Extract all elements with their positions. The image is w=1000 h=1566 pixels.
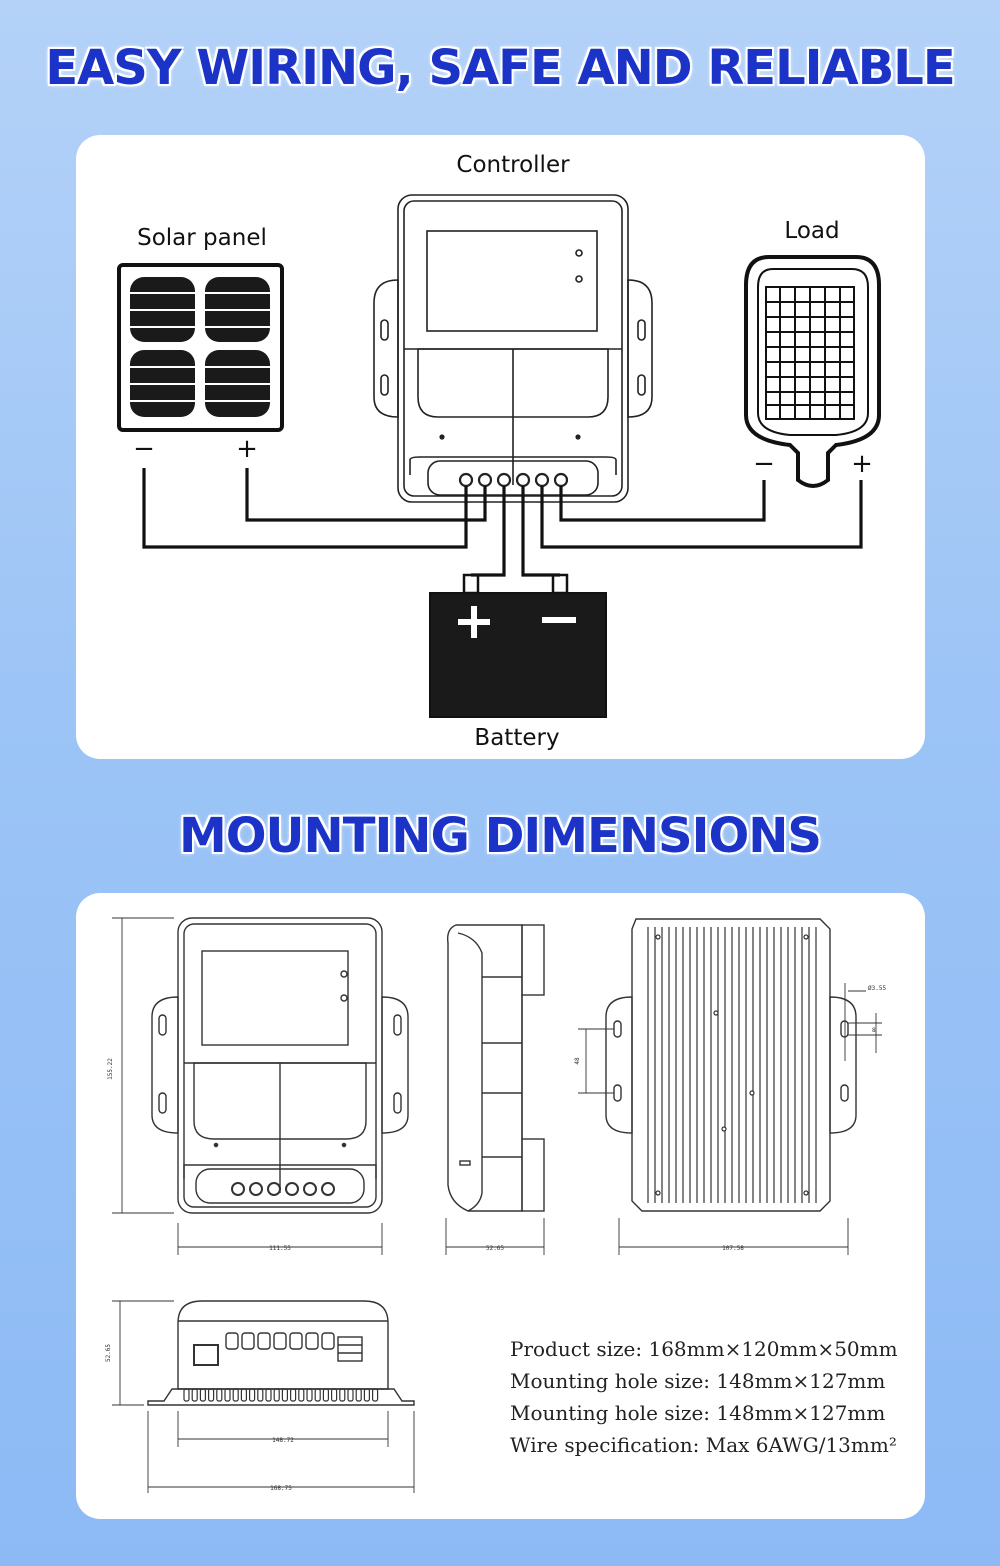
back-view-dimensions: [578, 983, 882, 1255]
back-view-fins: [647, 927, 817, 1203]
spec-mounting-hole-1: Mounting hole size: 148mm×127mm: [510, 1369, 886, 1393]
bottom-fin: [355, 1388, 362, 1402]
bottom-fin: [306, 1388, 313, 1402]
bottom-fin: [249, 1388, 256, 1402]
side-view-drawing: [446, 924, 545, 1212]
screw-hole: [803, 1190, 809, 1196]
bottom-fin: [331, 1388, 338, 1402]
hole-size-dim: 8: [872, 1027, 876, 1034]
solar-plus-label: +: [236, 434, 258, 464]
wiring-section-title: EASY WIRING, SAFE AND RELIABLE: [45, 40, 955, 96]
bottom-fin: [273, 1388, 280, 1402]
bottom-view-dimensions: [112, 1300, 415, 1493]
bottom-fin: [257, 1388, 264, 1402]
bottom-fin: [240, 1388, 247, 1402]
solar-panel-icon: [117, 263, 284, 432]
side-width-dim: 52.65: [486, 1245, 504, 1252]
hole-diameter-dim: Ø3.55: [868, 985, 886, 992]
screw-hole: [721, 1126, 727, 1132]
load-minus-label: −: [753, 449, 775, 479]
bottom-fin: [347, 1388, 354, 1402]
bottom-fin: [290, 1388, 297, 1402]
bottom-inner-width-dim: 148.72: [272, 1437, 294, 1444]
bottom-view-fins: [183, 1388, 379, 1402]
bottom-outer-width-dim: 168.75: [270, 1485, 292, 1492]
front-width-dim: 111.55: [269, 1245, 291, 1252]
front-view-dimensions: [112, 917, 383, 1255]
screw-hole: [655, 934, 661, 940]
screw-hole: [803, 934, 809, 940]
bottom-fin: [224, 1388, 231, 1402]
side-view-dimensions: [445, 1218, 545, 1255]
screw-hole: [713, 1010, 719, 1016]
controller-icon: [373, 194, 653, 503]
hole-spacing-dim: 48: [574, 1057, 581, 1065]
screw-hole: [749, 1090, 755, 1096]
bottom-fin: [298, 1388, 305, 1402]
solar-minus-label: −: [133, 434, 155, 464]
bottom-fin: [339, 1388, 346, 1402]
bottom-fin: [183, 1388, 190, 1402]
load-plus-label: +: [851, 449, 873, 479]
mounting-section-title: MOUNTING DIMENSIONS: [178, 808, 822, 864]
bottom-fin: [199, 1388, 207, 1402]
bottom-fin: [191, 1388, 198, 1402]
battery-icon: [429, 573, 607, 718]
spec-mounting-hole-2: Mounting hole size: 148mm×127mm: [510, 1401, 886, 1425]
back-view-drawing: [605, 918, 857, 1212]
front-height-dim: 155.22: [107, 1058, 114, 1080]
spec-product-size: Product size: 168mm×120mm×50mm: [510, 1337, 898, 1361]
mounting-dimensions-card: 155.22 111.55 52.65: [76, 893, 925, 1519]
bottom-fin: [216, 1388, 223, 1402]
bottom-height-dim: 52.65: [105, 1344, 112, 1362]
wiring-diagram: Controller Solar panel Load Battery − +: [117, 152, 881, 751]
spec-wire: Wire specification: Max 6AWG/13mm²: [510, 1433, 897, 1457]
controller-label: Controller: [456, 152, 570, 178]
bottom-fin: [363, 1388, 370, 1402]
wiring-diagram-card: Controller Solar panel Load Battery − +: [76, 135, 925, 759]
bottom-fin: [372, 1388, 379, 1402]
solar-panel-label: Solar panel: [137, 225, 267, 251]
wiring-lines: [142, 468, 863, 577]
load-label: Load: [784, 218, 839, 244]
screw-hole: [655, 1190, 661, 1196]
bottom-fin: [314, 1388, 321, 1402]
bottom-fin: [281, 1388, 288, 1402]
bottom-fin: [208, 1388, 215, 1402]
mounting-drawings: 155.22 111.55 52.65: [105, 917, 886, 1493]
bottom-fin: [265, 1388, 272, 1402]
back-width-dim: 107.58: [722, 1245, 744, 1252]
bottom-fin: [322, 1388, 329, 1402]
battery-label: Battery: [474, 725, 559, 751]
front-view-drawing: [151, 917, 409, 1214]
bottom-fin: [232, 1388, 239, 1402]
bottom-view-drawing: [147, 1300, 415, 1406]
load-lamp-icon: [744, 255, 881, 488]
